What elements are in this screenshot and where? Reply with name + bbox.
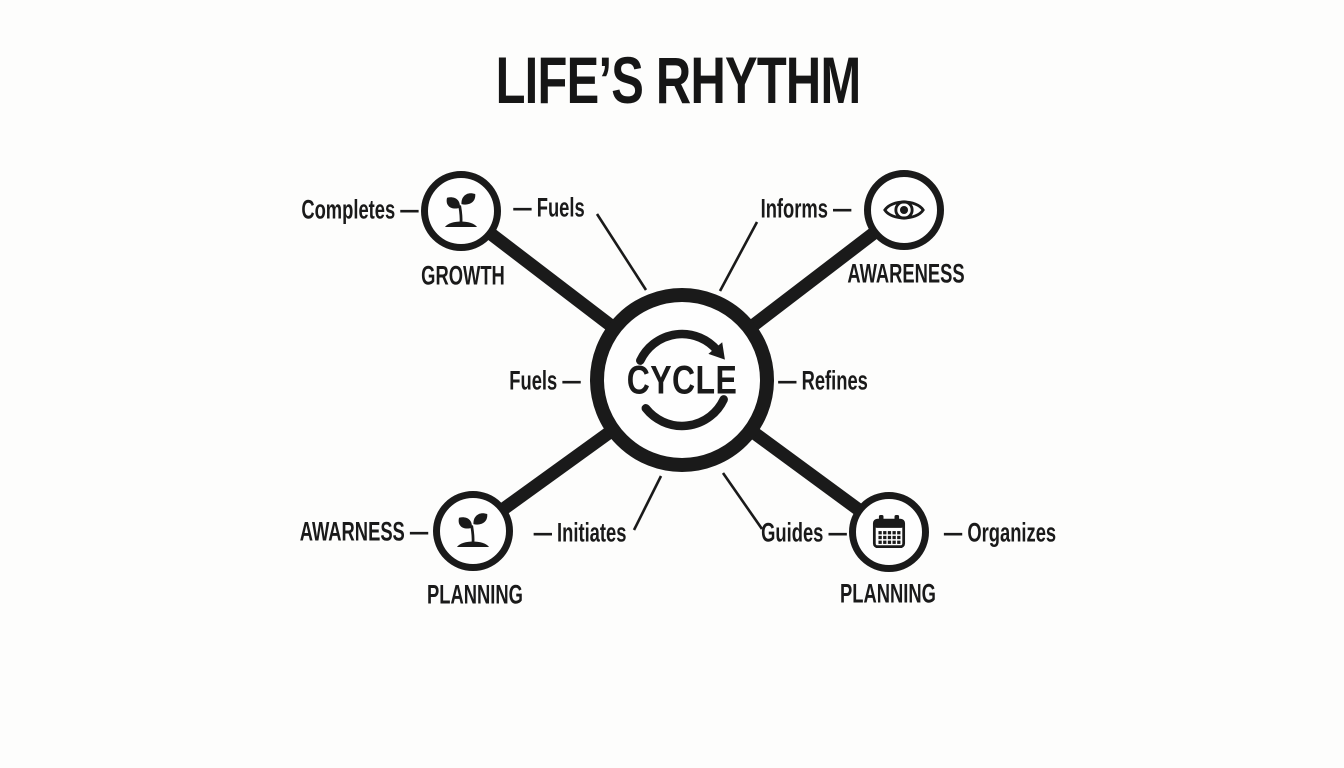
node-growth [421, 171, 501, 251]
label-refines: — Refines [778, 365, 868, 396]
callout-line-guides [721, 472, 764, 530]
label-organizes: — Organizes [943, 517, 1057, 548]
label-completes: Completes — [301, 194, 419, 225]
sprout-icon [444, 193, 478, 228]
node-label-planning-right: PLANNING [840, 578, 936, 609]
label-fuels-center: Fuels — [509, 365, 581, 396]
calendar-icon [872, 515, 906, 549]
sprout-icon [456, 513, 490, 548]
callout-line-informs [718, 221, 759, 292]
node-planning-left [433, 491, 513, 571]
callout-line-fuels [595, 213, 648, 291]
node-label-growth: GROWTH [421, 260, 505, 291]
callout-line-initiates [632, 475, 663, 531]
label-fuels-top: — Fuels [513, 192, 585, 223]
label-initiates: — Initiates [533, 517, 627, 548]
cycle-arrows-icon [636, 329, 728, 431]
node-awareness [864, 170, 944, 250]
eye-icon [883, 200, 925, 220]
label-guides: Guides — [761, 517, 847, 548]
node-planning-right [849, 492, 929, 572]
node-label-cycle: CYCLE [626, 358, 738, 403]
node-label-planning-left: PLANNING [427, 579, 523, 610]
node-label-awareness: AWARENESS [847, 258, 965, 289]
label-informs: Informs — [760, 193, 852, 224]
label-awarness: AWARNESS — [299, 516, 429, 547]
diagram-title: LIFE’S RHYTHM [495, 43, 862, 117]
